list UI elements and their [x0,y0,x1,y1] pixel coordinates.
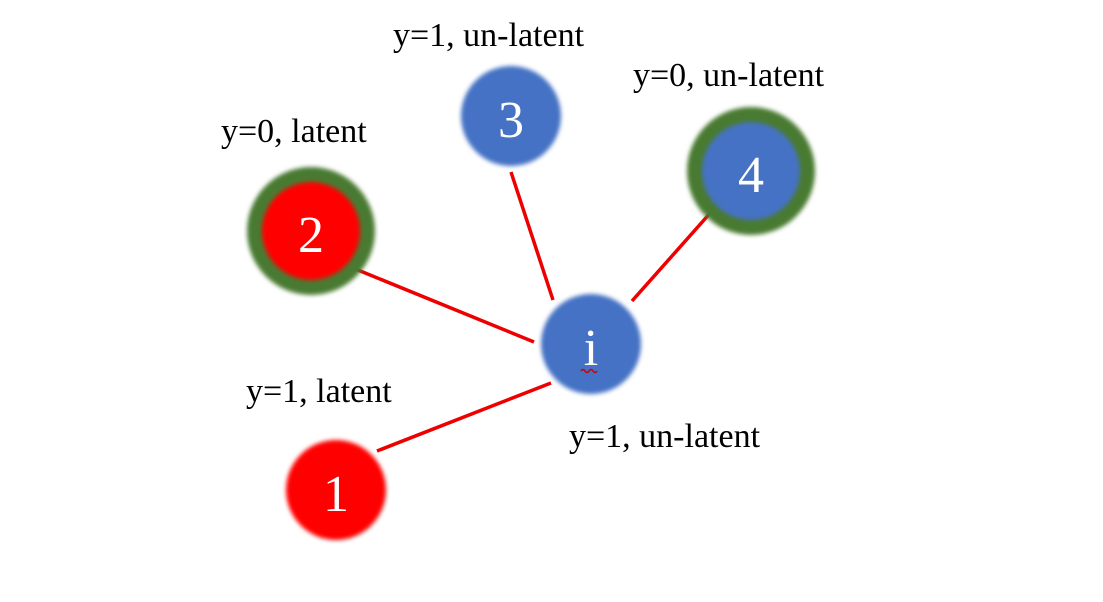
node-circle [702,122,800,220]
node-2-label: y=0, latent [221,113,367,150]
node-3-label: y=1, un-latent [393,17,585,54]
edge-i-3 [509,171,555,301]
node-i: i [541,294,641,394]
edge-i-1 [376,381,552,453]
node-4: 4 [687,107,815,235]
node-id: 2 [298,207,324,264]
node-circle [461,66,561,166]
node-2: 2 [247,167,375,295]
labels: y=1, un-latent y=0, un-latent y=0, laten… [221,17,825,455]
spellcheck-squiggle [580,368,598,374]
node-1: 1 [286,440,386,540]
node-id: i [584,320,598,377]
edges [352,171,714,453]
edge-i-2 [352,266,535,344]
node-1-label: y=1, latent [246,373,392,410]
node-i-label: y=1, un-latent [569,418,761,455]
node-circle [286,440,386,540]
node-id: 4 [738,147,764,204]
node-id: 1 [323,466,349,523]
node-4-label: y=0, un-latent [633,57,825,94]
node-3: 3 [461,66,561,166]
node-id: 3 [498,92,524,149]
node-circle [541,294,641,394]
edge-i-4 [630,209,714,303]
node-circle [262,182,360,280]
